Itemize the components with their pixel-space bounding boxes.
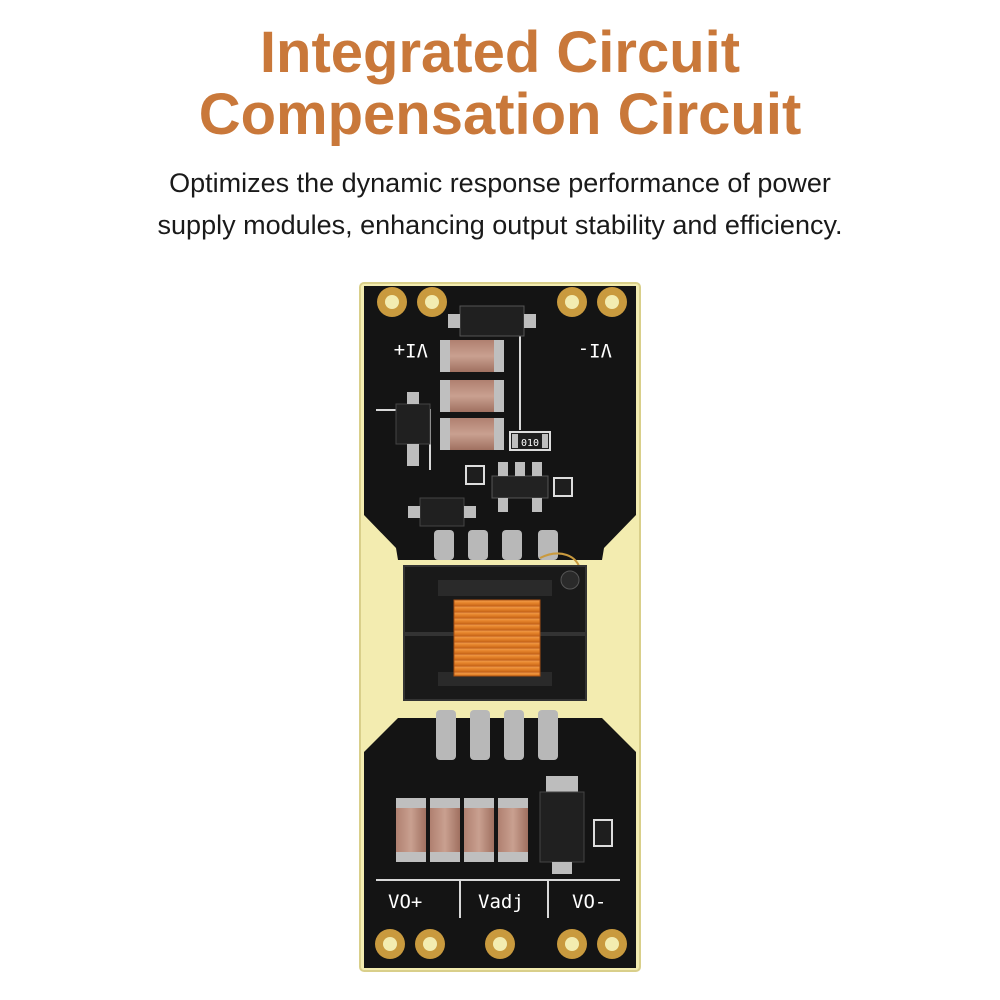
label-vo-minus: VO-: [572, 891, 606, 913]
control-ic: [465, 462, 573, 512]
title-line-1: Integrated Circuit: [259, 20, 741, 85]
page-title: Integrated Circuit Compensation Circuit: [0, 22, 1000, 146]
output-rectifier: [539, 776, 613, 874]
description-line-2: supply modules, enhancing output stabili…: [157, 210, 843, 240]
top-pads: [377, 287, 627, 317]
bottom-pads: [375, 929, 627, 959]
page-description: Optimizes the dynamic response performan…: [0, 162, 1000, 246]
label-vadj: Vadj: [478, 891, 524, 913]
resistor-code: 010: [521, 438, 539, 449]
title-line-2: Compensation Circuit: [198, 82, 802, 147]
description-line-1: Optimizes the dynamic response performan…: [169, 168, 831, 198]
label-vo-plus: VO+: [388, 891, 422, 913]
output-capacitors: [396, 798, 528, 862]
transformer: [403, 565, 587, 701]
diode-left: [395, 392, 431, 466]
label-vi-minus: VI-: [578, 339, 612, 361]
transformer-pins-bottom: [436, 710, 558, 760]
input-capacitors: [440, 340, 504, 450]
silkscreen-bottom: [376, 879, 620, 918]
sot-component-top: [459, 305, 525, 337]
label-vi-plus: VI+: [394, 339, 428, 361]
transistor-left: [408, 497, 476, 527]
resistor-010: 010: [509, 431, 551, 451]
